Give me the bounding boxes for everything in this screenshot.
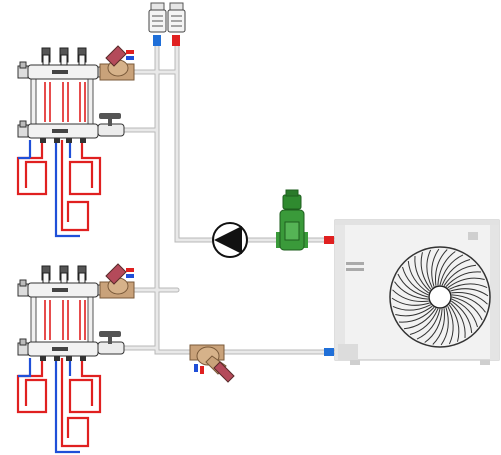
- heat-pump-outdoor-unit: [324, 220, 499, 365]
- hot-connection: [324, 236, 334, 244]
- lower-balancing-valve: [100, 264, 134, 298]
- fan-grille: [390, 247, 490, 347]
- lower-manifold: [18, 266, 124, 361]
- cold-indicator: [153, 35, 161, 46]
- cold-connection: [324, 348, 334, 356]
- cold-air-vent: [149, 3, 166, 46]
- hot-indicator: [172, 35, 180, 46]
- upper-manifold: [18, 48, 124, 143]
- upper-balancing-valve: [100, 46, 134, 80]
- upper-floor-loops: [18, 140, 100, 236]
- hot-air-vent: [168, 3, 185, 46]
- magnetic-dirt-separator: [276, 190, 308, 250]
- lower-floor-loops: [18, 358, 100, 452]
- pump-icon: [213, 223, 247, 257]
